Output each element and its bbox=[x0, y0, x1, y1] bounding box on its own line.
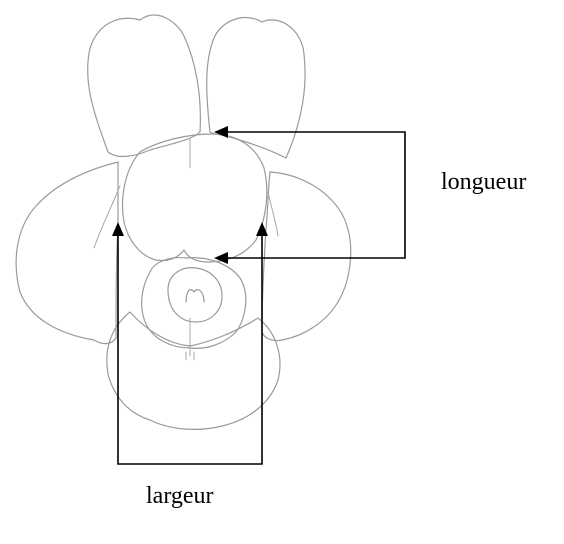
lower-lip-petal bbox=[107, 312, 280, 429]
length-bracket bbox=[226, 132, 405, 258]
length-label: longueur bbox=[441, 170, 526, 194]
upper-left-petal bbox=[88, 15, 201, 156]
upper-right-petal bbox=[207, 18, 305, 158]
central-lobe bbox=[123, 134, 267, 262]
right-lateral-petal bbox=[262, 172, 351, 341]
left-vein bbox=[94, 186, 120, 248]
inner-ring bbox=[168, 268, 222, 322]
right-vein bbox=[268, 192, 278, 236]
length-arrow-top bbox=[214, 126, 228, 138]
width-arrow-left bbox=[112, 222, 124, 236]
center-mark bbox=[186, 290, 204, 302]
left-lateral-petal bbox=[16, 162, 118, 344]
width-label: largeur bbox=[146, 484, 214, 508]
